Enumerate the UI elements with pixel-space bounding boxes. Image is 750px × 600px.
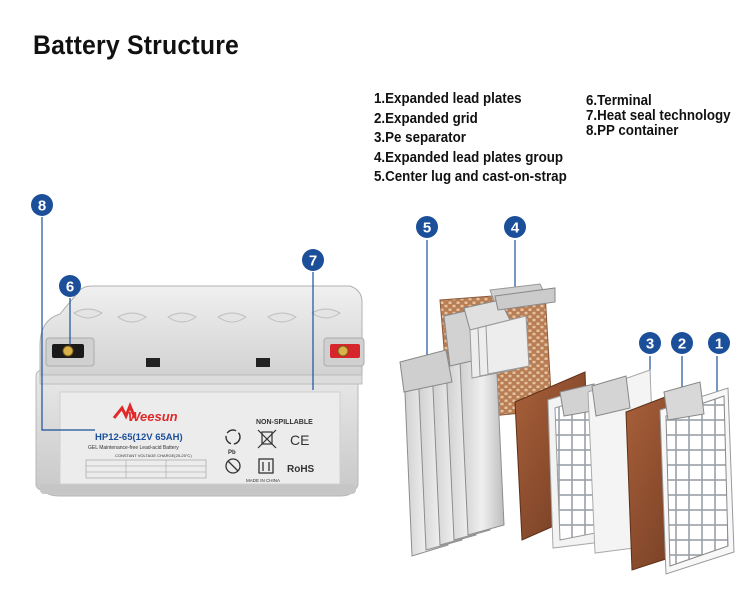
rohs-mark: RoHS bbox=[287, 464, 315, 475]
legend-item-8: 8.PP container bbox=[586, 123, 679, 139]
lead-plates-group bbox=[399, 283, 556, 557]
legend-item-3: 3.Pe separator bbox=[374, 130, 466, 146]
badge-1: 1 bbox=[708, 332, 730, 354]
legend-item-7: 7.Heat seal technology bbox=[586, 108, 731, 124]
voltage-heading: CONSTANT VOLTAGE CHARGE(25-25°C) bbox=[115, 453, 192, 458]
battery-label: Weesun HP12-65(12V 65AH) GEL Maintenance… bbox=[59, 391, 341, 485]
ce-mark: CE bbox=[290, 432, 309, 448]
positive-terminal bbox=[330, 344, 360, 358]
badge-6: 6 bbox=[59, 275, 81, 297]
badge-8: 8 bbox=[31, 194, 53, 216]
badge-3-text: 3 bbox=[646, 336, 654, 353]
no-flame-icon bbox=[225, 458, 241, 474]
battery-model: HP12-65(12V 65AH) bbox=[95, 432, 183, 443]
expanded-lead-plate bbox=[659, 381, 735, 575]
legend-item-4: 4.Expanded lead plates group bbox=[374, 149, 564, 166]
recycle-icon: Pb bbox=[225, 429, 241, 456]
non-spillable-text: NON-SPILLABLE bbox=[256, 419, 313, 426]
badge-3: 3 bbox=[639, 332, 661, 354]
recycle-pb: Pb bbox=[228, 450, 236, 456]
badge-8-text: 8 bbox=[38, 198, 46, 215]
crossed-bin-icon bbox=[257, 429, 277, 449]
badge-1-text: 1 bbox=[715, 336, 723, 353]
legend-left: 1.Expanded lead plates 2.Expanded grid 3… bbox=[374, 90, 567, 188]
legend-item-2: 2.Expanded grid bbox=[374, 110, 478, 127]
badge-5: 5 bbox=[416, 216, 438, 238]
battery-brand: Weesun bbox=[128, 409, 178, 424]
badge-2-text: 2 bbox=[678, 336, 686, 353]
page-title: Battery Structure bbox=[33, 30, 240, 60]
this-way-up-icon bbox=[258, 458, 274, 474]
legend-item-5: 5.Center lug and cast-on-strap bbox=[374, 169, 567, 185]
badge-4-text: 4 bbox=[511, 220, 520, 237]
legend-item-6: 6.Terminal bbox=[586, 93, 652, 109]
battery-case: Weesun HP12-65(12V 65AH) GEL Maintenance… bbox=[35, 285, 365, 497]
negative-terminal bbox=[52, 344, 84, 358]
exploded-view bbox=[399, 283, 735, 575]
vent-caps bbox=[73, 308, 341, 323]
made-in-text: MADE IN CHINA bbox=[246, 478, 280, 483]
badge-7: 7 bbox=[302, 249, 324, 271]
badge-2: 2 bbox=[671, 332, 693, 354]
badge-5-text: 5 bbox=[423, 220, 431, 237]
badge-7-text: 7 bbox=[309, 253, 317, 270]
legend-right: 6.Terminal 7.Heat seal technology 8.PP c… bbox=[586, 94, 731, 139]
legend-item-1: 1.Expanded lead plates bbox=[374, 91, 522, 107]
badge-4: 4 bbox=[504, 216, 526, 238]
badge-6-text: 6 bbox=[66, 279, 74, 296]
battery-subtitle: GEL Maintenance-free Lead-acid Battery bbox=[88, 445, 179, 451]
